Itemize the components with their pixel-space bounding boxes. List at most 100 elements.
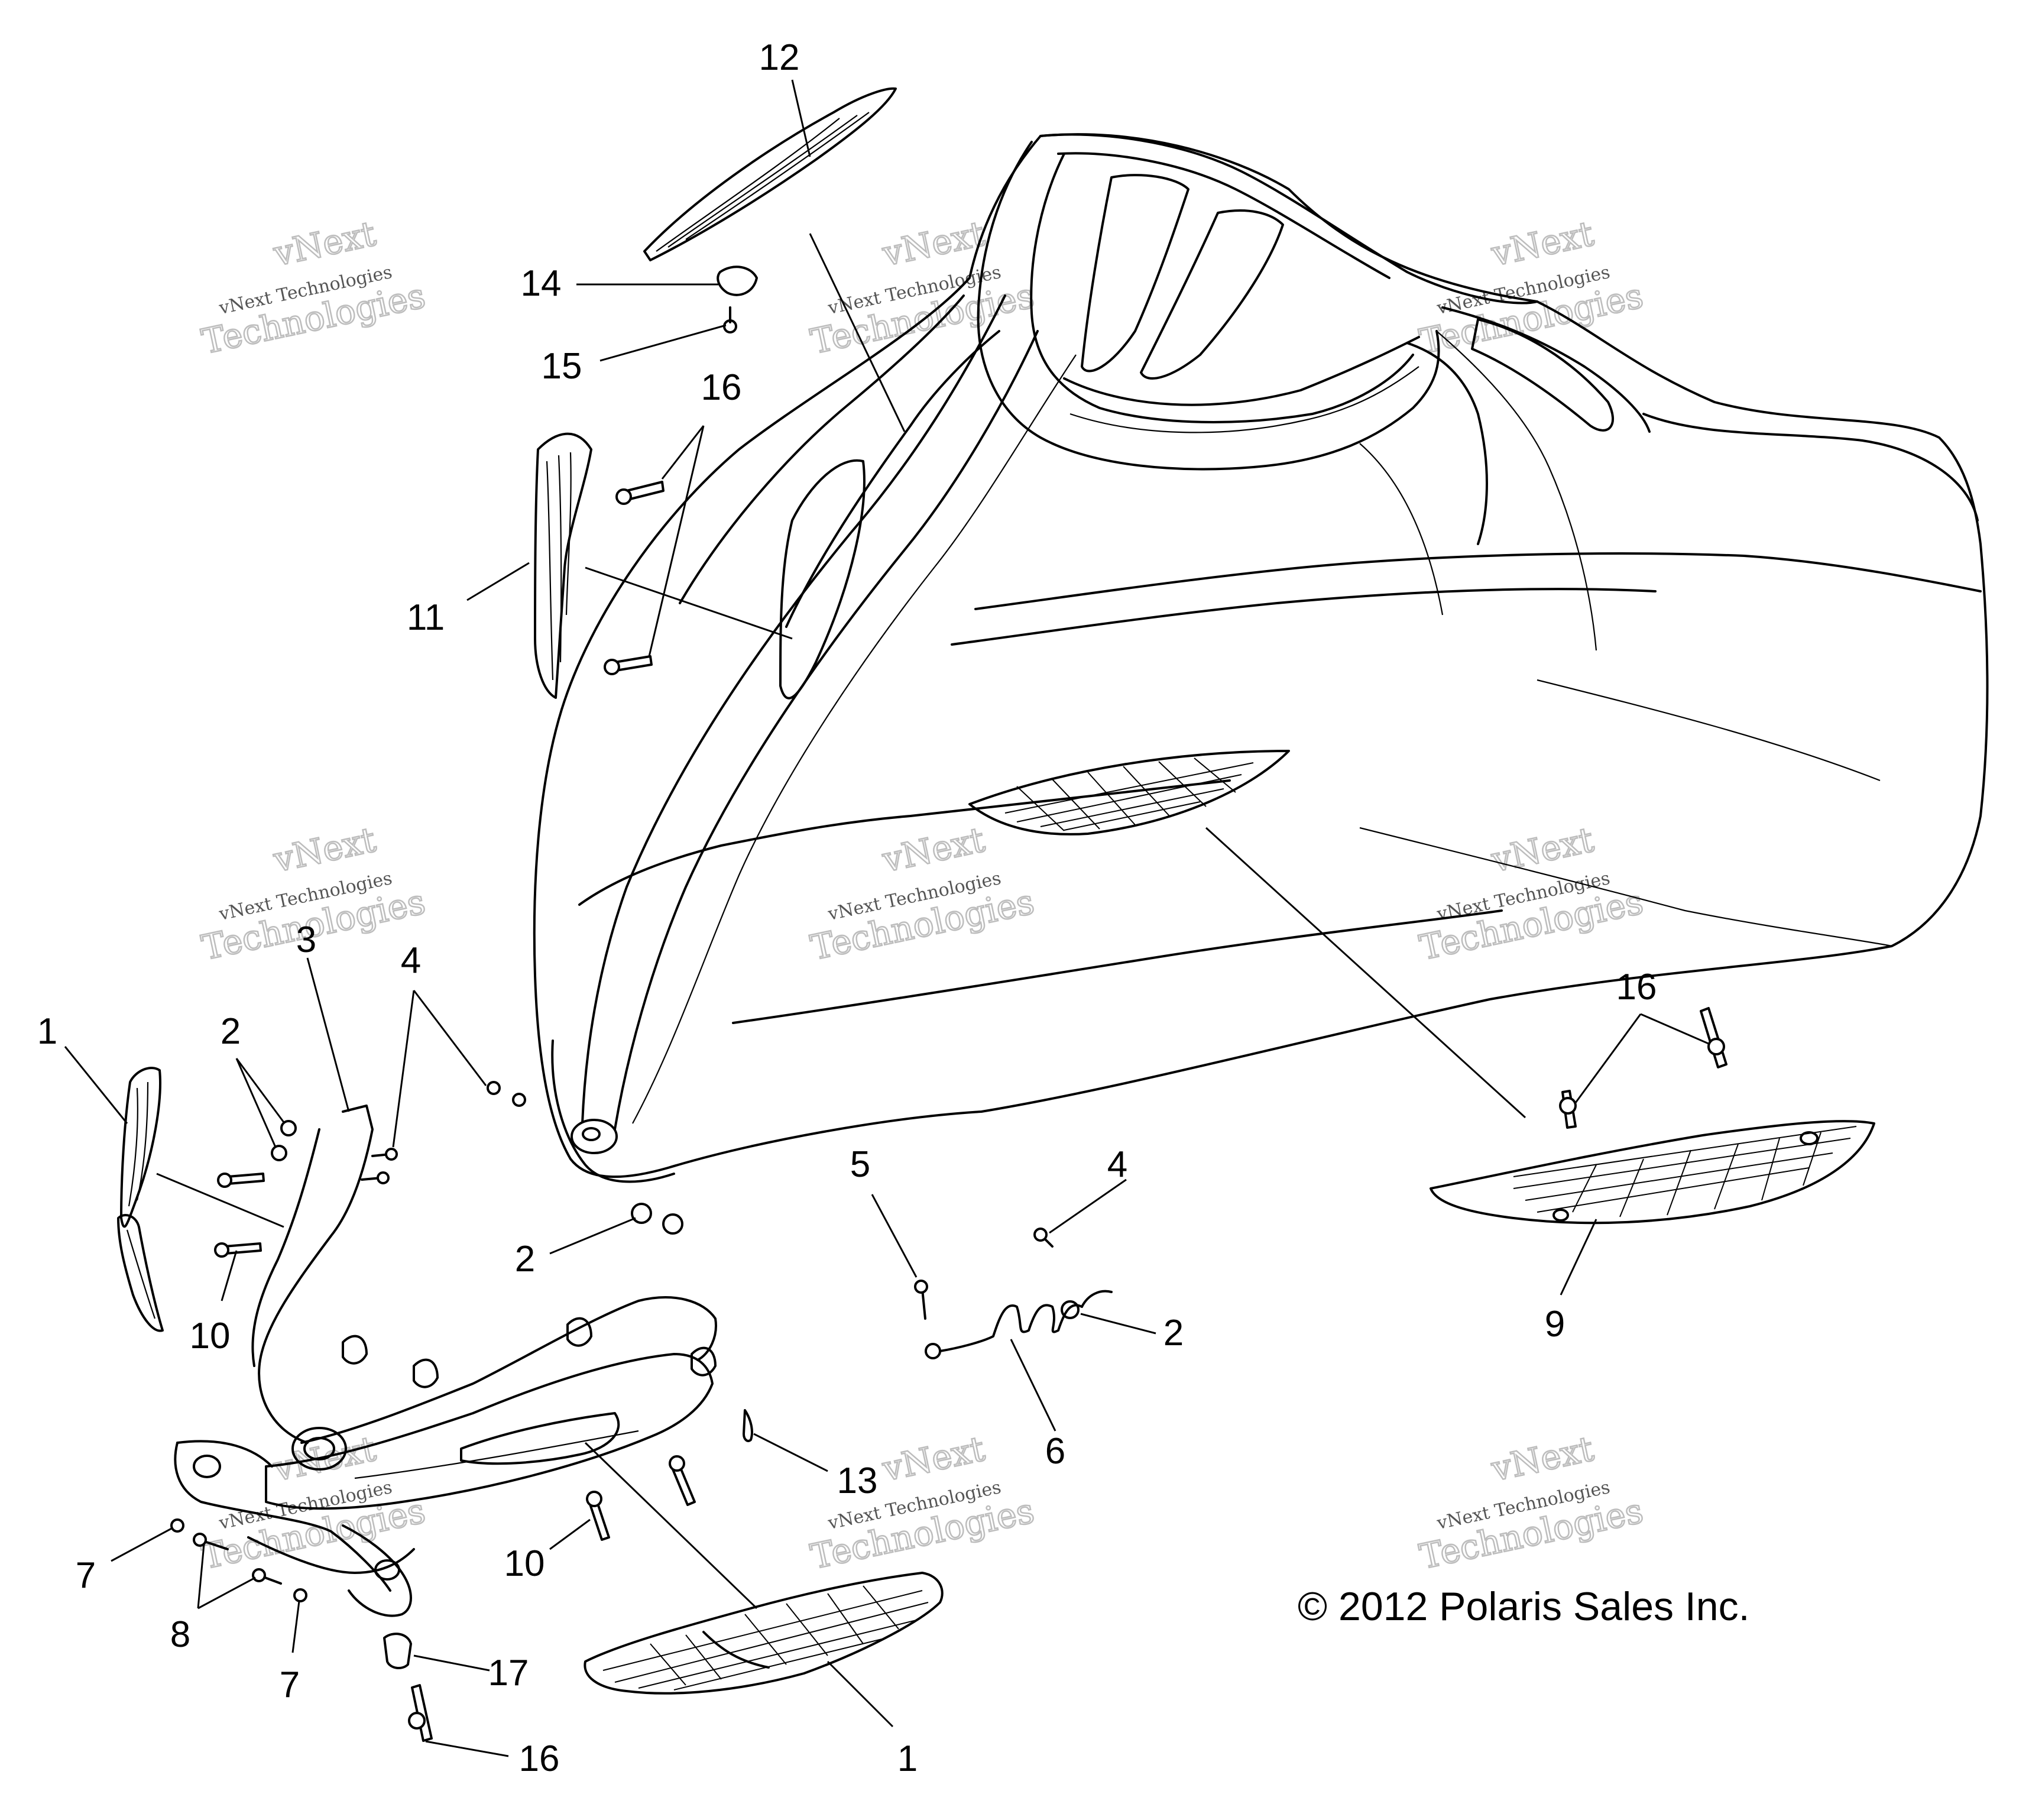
leader-16e xyxy=(1640,1013,1709,1045)
dash-vent-left xyxy=(1081,174,1189,373)
grille-mesh xyxy=(1513,1126,1857,1217)
callout-8: 8 xyxy=(170,1614,190,1655)
callout-4: 4 xyxy=(401,940,421,981)
watermark: vNext vNext Technologies Technologies xyxy=(1415,818,1647,969)
callout-15: 15 xyxy=(542,346,582,387)
callout-2: 2 xyxy=(1163,1313,1184,1353)
hood-lower-vent-mesh xyxy=(1004,757,1254,831)
leader-12 xyxy=(791,79,811,157)
callout-16: 16 xyxy=(1616,967,1657,1008)
callout-7: 7 xyxy=(76,1555,96,1596)
nose-mount-hole xyxy=(582,1127,601,1141)
part-12-vent-strip xyxy=(643,87,897,261)
leader-16a xyxy=(661,425,705,480)
callout-labels: 12 14 15 16 11 3 4 1 2 10 2 7 8 7 10 13 … xyxy=(37,37,1657,1779)
part-17-clip xyxy=(383,1633,412,1669)
leader-4c xyxy=(1049,1178,1127,1234)
hood-nose-lip xyxy=(551,1039,675,1183)
leader-6 xyxy=(1010,1339,1056,1432)
windscreen-top-lip-inner xyxy=(1057,152,1391,279)
leader-15 xyxy=(599,324,727,362)
part-10-rivet-b xyxy=(214,1242,262,1258)
dash-ledge-line xyxy=(1069,366,1419,433)
part-4-screw-b xyxy=(361,1148,398,1184)
leader-1a xyxy=(64,1046,128,1124)
leader-4a xyxy=(413,990,487,1086)
hood-assembly xyxy=(533,133,1989,1183)
part-4-screw-a xyxy=(487,1081,526,1107)
leader-5 xyxy=(871,1194,918,1278)
part-2-nut-c xyxy=(631,1203,652,1224)
callout-17: 17 xyxy=(488,1653,529,1693)
watermark-line1: vNext xyxy=(1487,820,1597,880)
callout-1: 1 xyxy=(897,1738,918,1779)
watermark-group: vNext vNext Technologies Technologies vN… xyxy=(197,212,1647,1578)
hood-outline xyxy=(533,133,1989,1178)
leader-8a xyxy=(197,1544,205,1609)
watermark: vNext vNext Technologies Technologies xyxy=(806,1427,1038,1578)
spine-ridge-1 xyxy=(581,294,1006,1125)
callout-2: 2 xyxy=(221,1011,241,1052)
part-16-rivet-right-a xyxy=(1559,1090,1577,1129)
callout-7: 7 xyxy=(280,1664,300,1705)
callout-5: 5 xyxy=(850,1144,870,1185)
hood-right-scoop xyxy=(1471,318,1615,432)
hood-lower-right-crease-2 xyxy=(1537,679,1881,782)
part-13-pin xyxy=(743,1409,753,1442)
part-4-screw-c xyxy=(1033,1228,1054,1248)
leader-lines xyxy=(64,79,1709,1757)
callout-12: 12 xyxy=(759,37,800,78)
part-8-bolt-b xyxy=(252,1568,282,1585)
leader-2d xyxy=(1080,1313,1156,1335)
leader-16b xyxy=(648,425,705,657)
callout-3: 3 xyxy=(296,919,316,960)
hood-right-edge xyxy=(1642,413,1979,522)
part-16-rivet-top xyxy=(615,481,665,505)
part-7-nut-b xyxy=(293,1588,307,1602)
assembly-line-step xyxy=(584,1442,758,1609)
part-8-bolt-a xyxy=(193,1533,229,1550)
assembly-line-11 xyxy=(585,566,793,640)
part-3-bumper-frame xyxy=(174,1105,717,1617)
part-2-nut-a xyxy=(280,1120,297,1136)
watermark: vNext vNext Technologies Technologies xyxy=(806,212,1038,362)
part-14-clip xyxy=(717,265,758,296)
part-5-screw xyxy=(914,1280,928,1320)
leader-11 xyxy=(466,562,530,601)
assembly-line-9 xyxy=(1205,827,1526,1119)
part-1-step-plate xyxy=(584,1572,944,1695)
part-9-right-grille xyxy=(1430,1120,1875,1225)
dash-vent-right xyxy=(1140,209,1284,380)
watermark-line1: vNext xyxy=(1487,213,1597,274)
hood-lower-panel xyxy=(578,779,1231,906)
leader-7a xyxy=(111,1527,173,1562)
part-10-rivet-a xyxy=(217,1173,265,1188)
copyright-text: © 2012 Polaris Sales Inc. xyxy=(1298,1584,1750,1629)
part-7-nut-a xyxy=(170,1518,184,1533)
spine-ridge-2 xyxy=(614,330,1039,1131)
part-6-tether-spring xyxy=(925,1290,1113,1359)
dash-ledge xyxy=(1063,336,1420,406)
hood-side-crease xyxy=(679,294,965,604)
leader-17 xyxy=(413,1654,490,1672)
callout-13: 13 xyxy=(837,1460,878,1501)
callout-1: 1 xyxy=(37,1011,57,1052)
watermark-line1: vNext xyxy=(879,820,988,880)
windscreen-top-lip xyxy=(1039,133,1538,305)
watermark: vNext vNext Technologies Technologies xyxy=(1415,1427,1647,1578)
leader-16d xyxy=(1574,1013,1642,1103)
part-10-rivet-c xyxy=(586,1491,610,1541)
windscreen-frame xyxy=(977,141,1440,471)
spine-ridge-3 xyxy=(632,354,1077,1124)
callout-10: 10 xyxy=(504,1543,545,1584)
callout-2: 2 xyxy=(515,1239,535,1280)
watermark-line1: vNext xyxy=(270,213,379,274)
nose-mount-boss xyxy=(571,1119,618,1154)
hood-right-channel xyxy=(1406,342,1488,545)
part-2-nut-d xyxy=(662,1213,683,1235)
leader-4b xyxy=(392,990,415,1148)
leader-2b xyxy=(235,1058,277,1148)
callout-16: 16 xyxy=(519,1738,560,1779)
